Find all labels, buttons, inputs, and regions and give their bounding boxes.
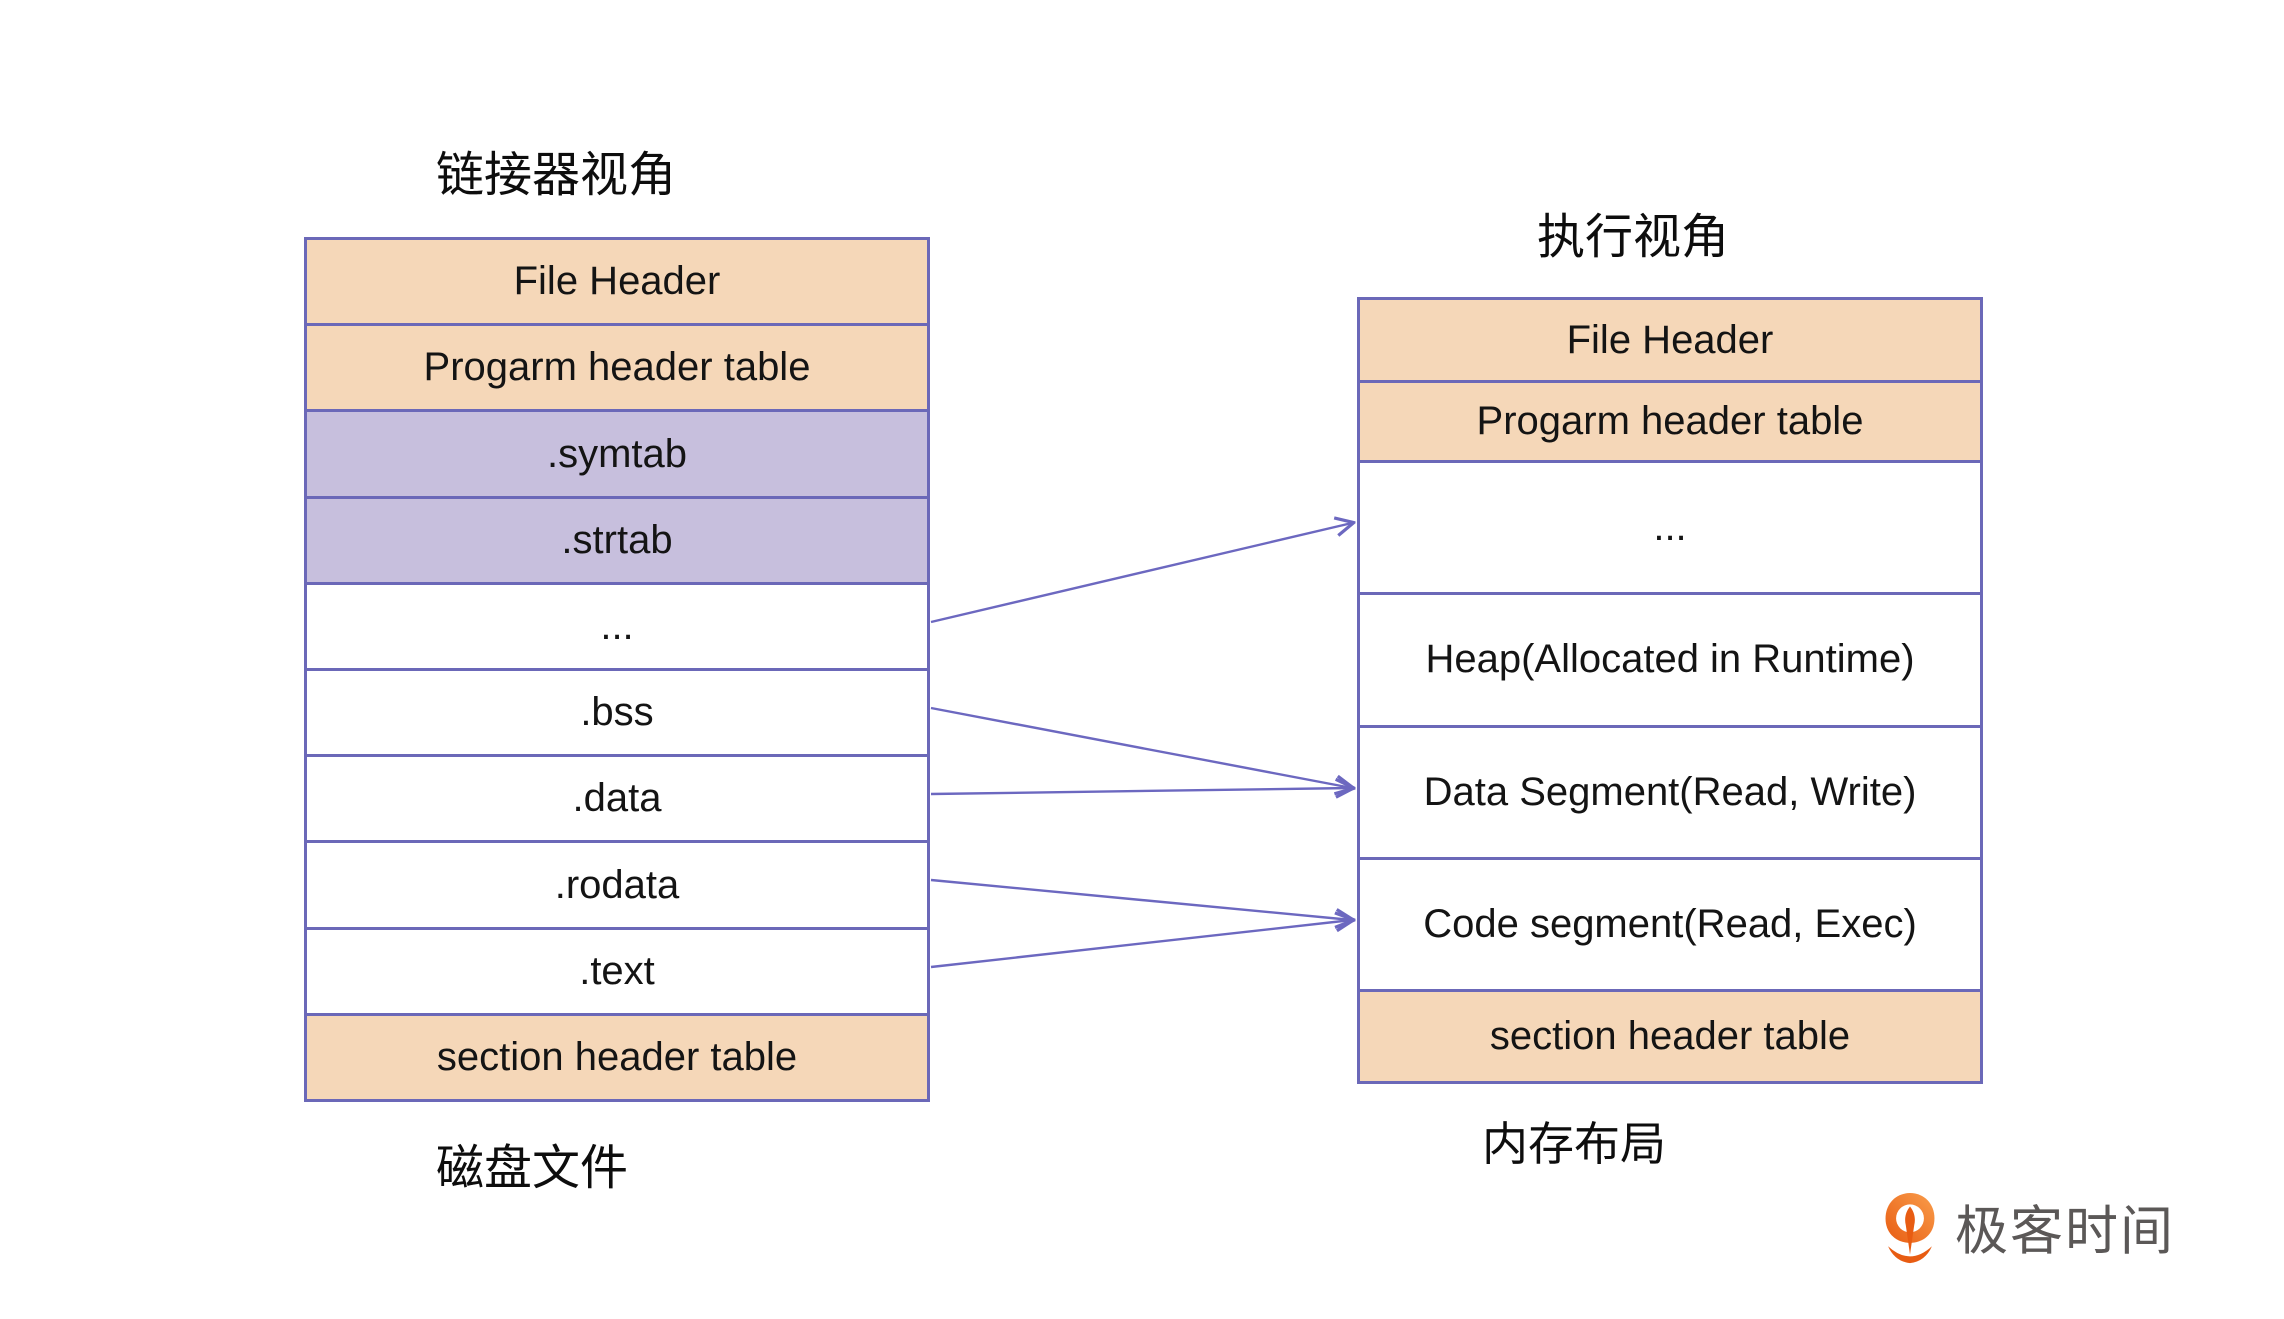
segment-row-label: ... [1653,505,1687,550]
section-row-label: .bss [580,690,654,735]
segment-row: File Header [1360,300,1980,380]
section-row-label: File Header [513,259,721,304]
section-row: .data [307,754,927,841]
section-row-label: .symtab [546,431,688,476]
section-row: File Header [307,240,927,324]
segment-row: Data Segment(Read, Write) [1360,724,1980,857]
section-row: .text [307,926,927,1013]
section-row-label: .data [572,776,662,821]
pin-swoosh [1888,1246,1932,1264]
section-row-label: ... [600,603,634,648]
section-row-label: .text [579,948,655,993]
segment-row: Code segment(Read, Exec) [1360,856,1980,989]
section-row-label: .rodata [554,862,680,907]
segment-row-label: Progarm header table [1476,399,1864,443]
geektime-logo-text: 极客时间 [1955,1201,2175,1261]
disk-file-caption: 磁盘文件 [435,1142,629,1195]
segment-row: Heap(Allocated in Runtime) [1360,592,1980,725]
segment-row-label: File Header [1566,317,1774,362]
segment-row-label: Data Segment(Read, Write) [1423,769,1917,814]
memory-layout-caption: 内存布局 [1482,1118,1666,1170]
segment-row: ... [1360,460,1980,593]
linker-view-title: 链接器视角 [435,149,677,202]
section-row-label: Progarm header table [423,345,811,390]
mapping-arrow [930,788,1352,794]
section-row: ... [307,581,927,669]
section-row: Progarm header table [307,323,927,410]
section-row-label: section header table [436,1034,798,1079]
geektime-pin-icon [1885,1193,1935,1264]
section-row-label: .strtab [561,517,673,562]
section-row: .symtab [307,409,927,496]
segment-row-label: Heap(Allocated in Runtime) [1425,637,1915,682]
section-row: .bss [307,668,927,755]
segment-row: section header table [1360,989,1980,1081]
section-row: .rodata [307,840,927,927]
mapping-arrow [930,523,1352,624]
execution-view-title: 执行视角 [1536,211,1730,264]
pin-needle [1905,1206,1915,1255]
geektime-logo: 极客时间 [1883,1190,2175,1272]
section-row: .strtab [307,495,927,582]
segment-row-label: section header table [1489,1014,1851,1058]
segment-row-label: Code segment(Read, Exec) [1423,901,1917,946]
mapping-arrow [930,878,1352,920]
mapping-arrow [930,706,1352,788]
mapping-arrow [930,920,1352,969]
segment-row: Progarm header table [1360,380,1980,460]
section-row: section header table [307,1012,927,1100]
